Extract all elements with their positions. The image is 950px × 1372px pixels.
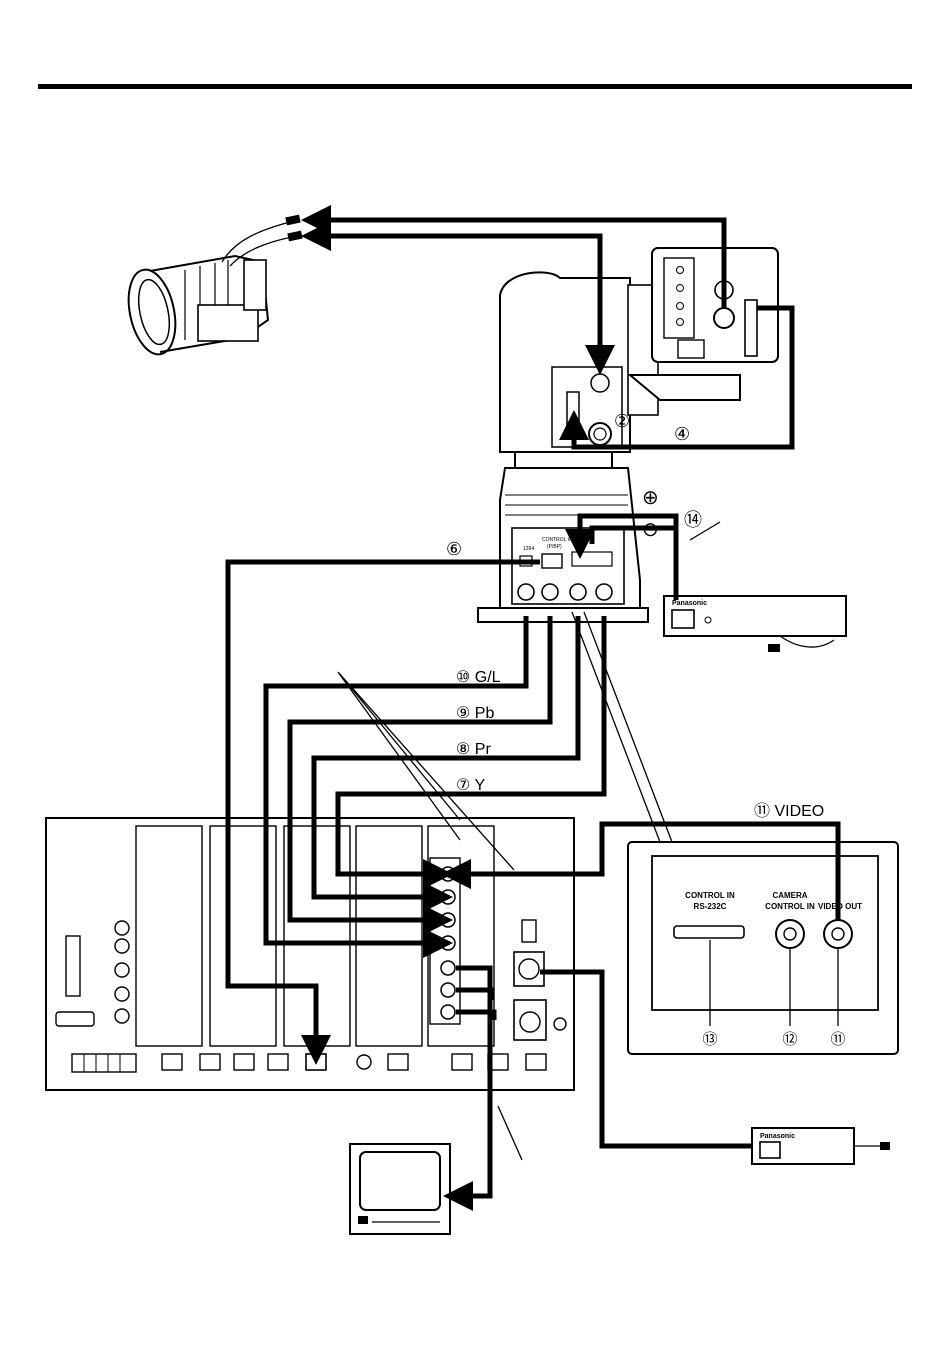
rack-gl-jack[interactable] — [441, 936, 455, 950]
rack-pb-jack[interactable] — [441, 913, 455, 927]
ac-adaptor-rack: Panasonic — [752, 1128, 890, 1164]
callout-4: ④ — [674, 424, 690, 444]
head-pr-jack[interactable] — [570, 584, 586, 600]
head-pb-jack[interactable] — [542, 584, 558, 600]
camera-multi-connector[interactable] — [745, 300, 757, 356]
rack-out-jack-1[interactable] — [441, 961, 455, 975]
camera-control-panel: CONTROL IN RS-232C CAMERA CONTROL IN VID… — [628, 842, 898, 1054]
head-1394-label: 1394 — [523, 546, 534, 552]
cable-label-gl: ⑩ G/L — [456, 669, 501, 686]
panel-callout-11: ⑪ — [830, 1031, 845, 1048]
rack-out-jack-3[interactable] — [441, 1005, 455, 1019]
rack-out-jack-2[interactable] — [441, 983, 455, 997]
camera-lens-connector[interactable] — [714, 308, 734, 328]
zoom-lens — [122, 215, 303, 359]
rack-pr-jack[interactable] — [441, 890, 455, 904]
ac-adaptor-head: Panasonic — [664, 596, 846, 652]
callout-2: ② — [614, 411, 630, 431]
cable-label-y: ⑦ Y — [456, 777, 486, 794]
top-rule — [38, 84, 912, 89]
panel-camera-label: CAMERA — [772, 891, 807, 900]
panel-camera-control-in-label: CONTROL IN — [765, 902, 815, 911]
callout-6: ⑥ — [446, 539, 462, 559]
cable-label-video: ⑪ VIDEO — [754, 802, 824, 820]
head-control-in-port[interactable] — [542, 554, 562, 568]
panel-callout-13: ⑬ — [702, 1031, 717, 1048]
head-control-in-label: CONTROL IN — [542, 537, 573, 543]
head-control-in-sub-label: (P/BP) — [547, 544, 562, 550]
polarity-plus: ⊕ — [642, 487, 659, 509]
ac-adaptor-brand-2: Panasonic — [760, 1133, 795, 1140]
head-gl-jack[interactable] — [518, 584, 534, 600]
head-y-jack[interactable] — [596, 584, 612, 600]
head-dc-terminal[interactable] — [572, 552, 612, 566]
callout-14: ⑭ — [684, 510, 702, 530]
rack-y-jack[interactable] — [441, 867, 455, 881]
panel-callout-12: ⑫ — [782, 1031, 797, 1048]
polarity-minus: ⊖ — [642, 519, 659, 541]
panel-rs232c-label: RS-232C — [694, 902, 727, 911]
camera-body — [628, 248, 778, 415]
rack-control-port[interactable] — [306, 1054, 326, 1070]
video-monitor — [350, 1144, 450, 1234]
control-unit-rack — [46, 818, 574, 1090]
panel-rs232c-connector[interactable] — [674, 926, 744, 938]
cable-label-pr: ⑧ Pr — [456, 741, 491, 758]
ac-adaptor-brand: Panasonic — [672, 600, 707, 607]
cable-label-pb: ⑨ Pb — [456, 705, 494, 722]
panel-control-in-label: CONTROL IN — [685, 891, 735, 900]
